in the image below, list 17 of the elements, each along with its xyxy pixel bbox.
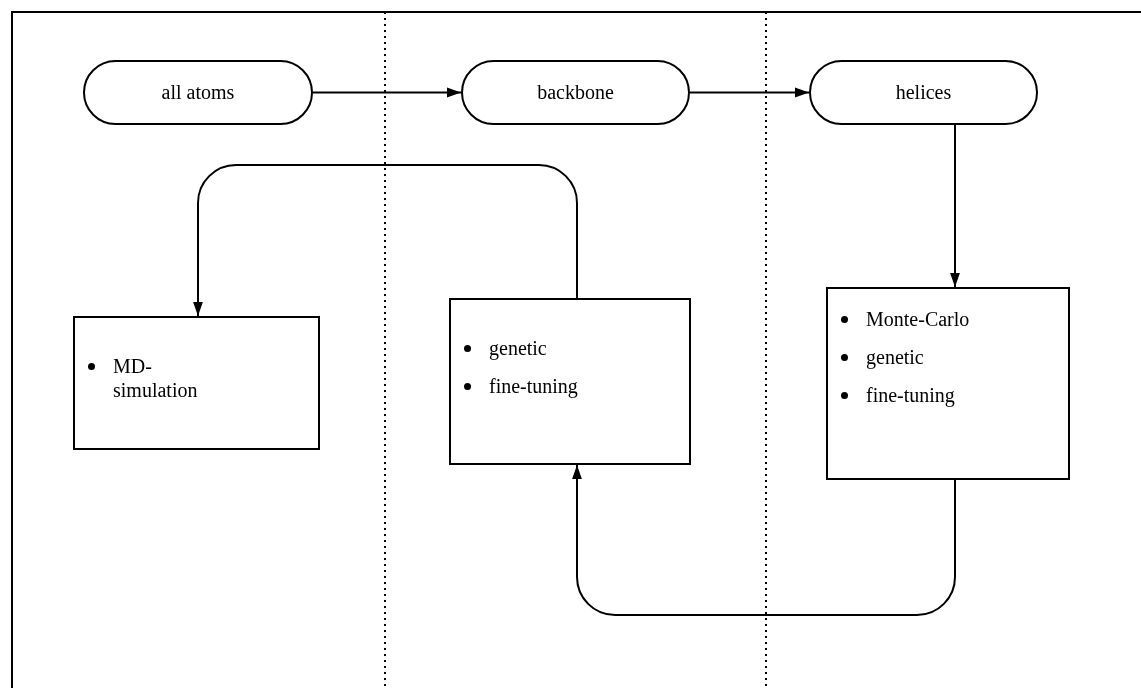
arrow bbox=[689, 87, 810, 98]
arrow bbox=[312, 87, 462, 98]
arrow bbox=[950, 124, 960, 288]
process-box bbox=[449, 298, 691, 465]
list-item: MD-simulation bbox=[113, 355, 198, 401]
node-label: helices bbox=[895, 81, 952, 104]
arrow bbox=[572, 464, 956, 616]
process-box bbox=[73, 316, 320, 450]
list-item: fine-tuning bbox=[866, 384, 955, 406]
list-item: fine-tuning bbox=[489, 375, 578, 397]
list-item: Monte-Carlo bbox=[866, 308, 970, 330]
list-item: genetic bbox=[866, 346, 924, 368]
list-item: genetic bbox=[489, 337, 547, 359]
process-box bbox=[826, 287, 1070, 480]
node-label: backbone bbox=[537, 81, 614, 104]
node-label: all atoms bbox=[161, 81, 235, 104]
arrow bbox=[193, 164, 578, 317]
